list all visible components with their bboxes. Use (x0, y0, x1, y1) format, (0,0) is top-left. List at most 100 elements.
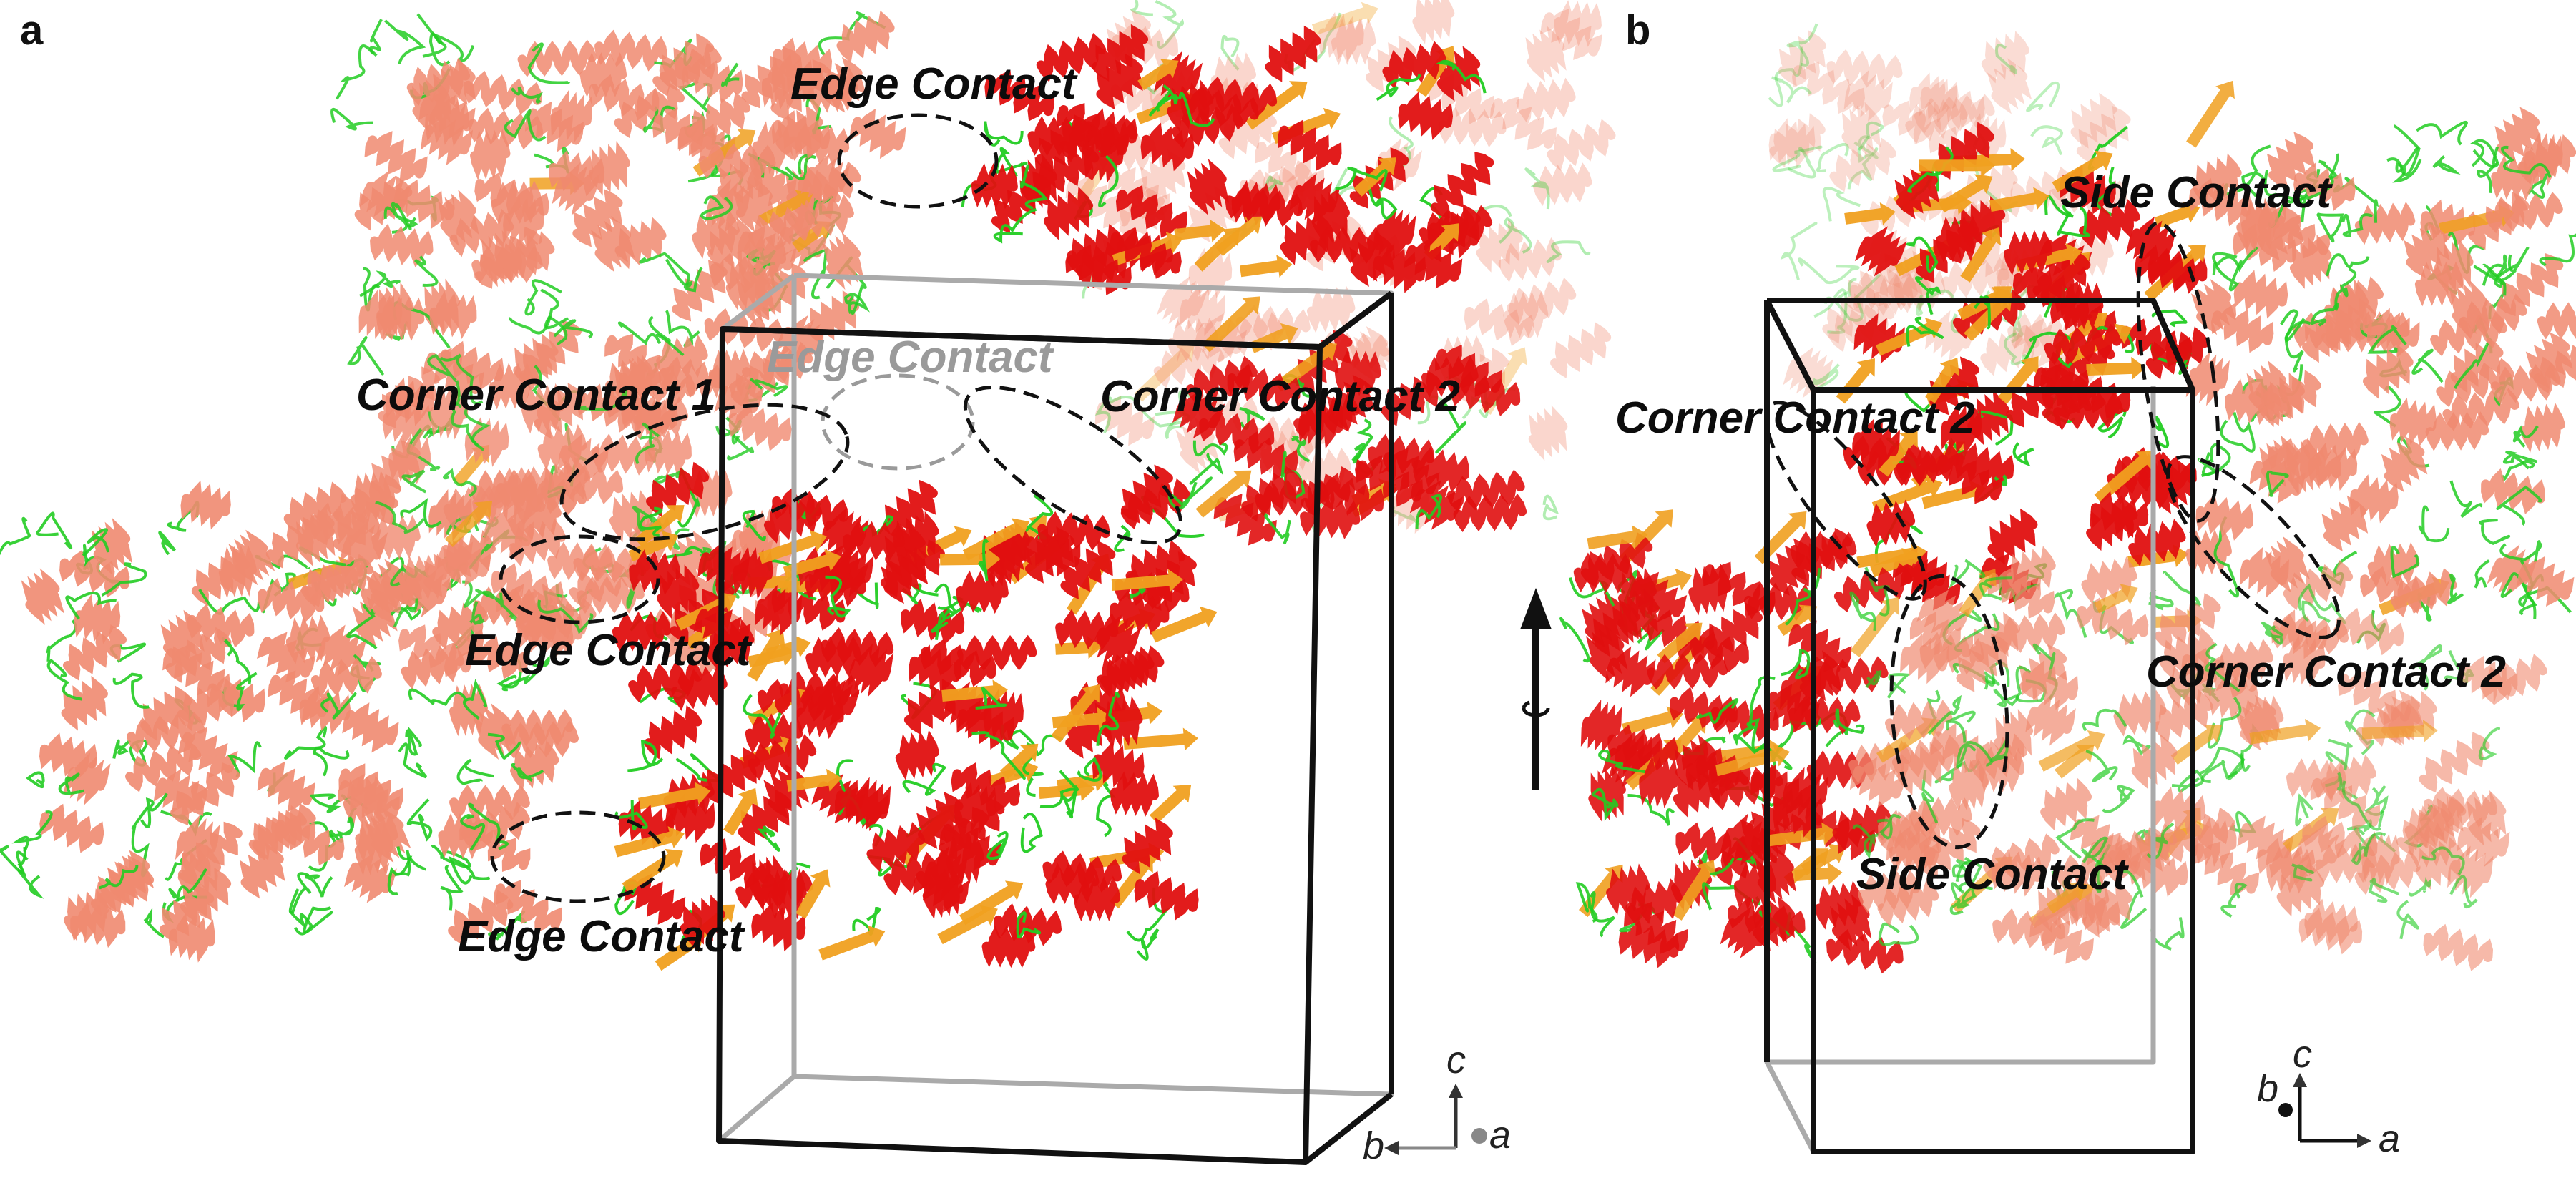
alpha-helix (1920, 79, 1985, 129)
coil-loop (2280, 309, 2306, 342)
alpha-helix (2480, 654, 2547, 705)
alpha-helix (1886, 825, 1940, 876)
coil-loop (0, 516, 31, 556)
alpha-helix (1987, 508, 2038, 565)
alpha-helix (1153, 340, 1225, 388)
alpha-helix (177, 727, 238, 778)
alpha-helix (1978, 746, 2024, 793)
alpha-helix (1894, 163, 1940, 220)
coil-loop (994, 147, 1028, 177)
alpha-helix (656, 334, 708, 382)
coil-loop (288, 872, 312, 914)
coil-loop (1436, 59, 1487, 94)
coil-loop (2453, 342, 2489, 390)
alpha-helix (728, 403, 792, 451)
alpha-helix (1769, 113, 1826, 168)
alpha-helix (439, 340, 504, 391)
coil-loop (553, 319, 594, 339)
alpha-helix (1992, 908, 2066, 951)
alpha-helix (1673, 764, 1725, 818)
coil-loop (2301, 600, 2331, 623)
alpha-helix (257, 632, 316, 683)
alpha-helix (2249, 453, 2306, 504)
alpha-helix (2025, 694, 2076, 746)
coil-loop (1591, 787, 1619, 822)
alpha-helix (1877, 878, 1939, 927)
alpha-helix (771, 110, 831, 159)
beta-strand (786, 768, 843, 792)
coil-loop (440, 353, 484, 405)
coil-loop (742, 509, 766, 541)
alpha-helix (646, 461, 710, 517)
coil-loop (2501, 145, 2552, 178)
coil-loop (1156, 92, 1215, 127)
coil-loop (1094, 396, 1136, 433)
beta-strand (962, 518, 1030, 561)
alpha-helix (370, 223, 434, 267)
alpha-helix (1265, 25, 1321, 82)
beta-strand (1768, 822, 1838, 847)
beta-strand (937, 905, 998, 945)
coil-loop (456, 758, 494, 785)
alpha-helix (665, 793, 715, 843)
alpha-helix (2237, 815, 2294, 866)
coil-loop (2447, 574, 2464, 604)
alpha-helix (703, 747, 760, 805)
coil-loop (2030, 125, 2064, 156)
alpha-helix (836, 10, 895, 64)
alpha-helix (239, 843, 285, 899)
alpha-helix (750, 854, 788, 912)
alpha-helix (474, 172, 549, 222)
alpha-helix (1503, 291, 1549, 338)
coil-loop (934, 583, 968, 620)
beta-strand (1657, 622, 1703, 664)
alpha-helix (1112, 23, 1179, 68)
alpha-helix (338, 774, 400, 825)
coil-loop (1136, 928, 1160, 961)
alpha-helix (2517, 556, 2575, 607)
alpha-helix (1378, 447, 1440, 499)
coil-loop (2501, 459, 2535, 481)
coil-loop (627, 739, 664, 772)
alpha-helix (1516, 77, 1576, 123)
coil-loop (1878, 922, 1919, 946)
coil-loop (1927, 694, 1962, 735)
alpha-helix (916, 791, 965, 849)
alpha-helix (1900, 633, 1949, 684)
coil-loop (1949, 559, 1986, 589)
alpha-helix (1334, 350, 1381, 397)
beta-strand (2170, 724, 2222, 765)
coil-loop (1016, 911, 1042, 939)
alpha-helix (629, 549, 680, 595)
alpha-helix (378, 366, 440, 429)
coil-loop (99, 864, 139, 890)
alpha-helix (672, 260, 728, 322)
alpha-helix (1936, 451, 2002, 504)
alpha-helix (1372, 244, 1426, 293)
coil-loop (1748, 676, 1776, 727)
alpha-helix (1489, 97, 1557, 151)
alpha-helix (1897, 742, 1945, 795)
coil-loop (2474, 559, 2490, 589)
coil-loop (1768, 46, 1803, 107)
coil-loop (720, 62, 740, 87)
alpha-helix (107, 850, 155, 905)
coil-loop (2344, 709, 2376, 755)
coil-loop (2396, 900, 2419, 940)
edge-contact-ghost-label: Edge Contact (767, 333, 1054, 382)
coil-loop (330, 107, 374, 131)
alpha-helix (1227, 363, 1301, 411)
coil-loop (1822, 186, 1861, 222)
alpha-helix (1703, 561, 1776, 617)
coil-loop (140, 792, 169, 828)
coil-loop (579, 388, 628, 411)
alpha-helix (2415, 836, 2464, 890)
coil-loop (36, 511, 73, 550)
coil-loop (1376, 74, 1421, 102)
alpha-helix (981, 926, 1036, 968)
coil-loop (2095, 843, 2112, 893)
alpha-helix (2419, 732, 2490, 793)
coil-loop (975, 686, 1007, 710)
alpha-helix (1498, 237, 1562, 283)
unit-cell-b (1764, 298, 2195, 1154)
